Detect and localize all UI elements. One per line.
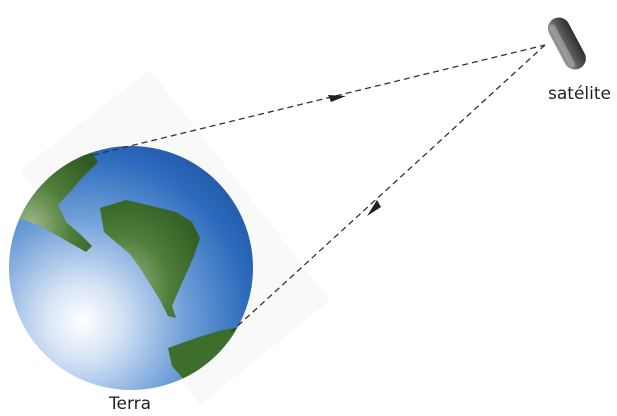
downlink-line <box>230 44 546 333</box>
satellite-label: satélite <box>548 84 611 104</box>
downlink-arrow-icon <box>367 200 381 216</box>
satellite-icon <box>547 17 586 70</box>
signal-paths <box>92 44 546 333</box>
uplink-arrow-icon <box>328 95 346 102</box>
uplink-line <box>92 44 546 156</box>
earth-label: Terra <box>109 394 152 414</box>
continent-south-america <box>100 200 200 318</box>
